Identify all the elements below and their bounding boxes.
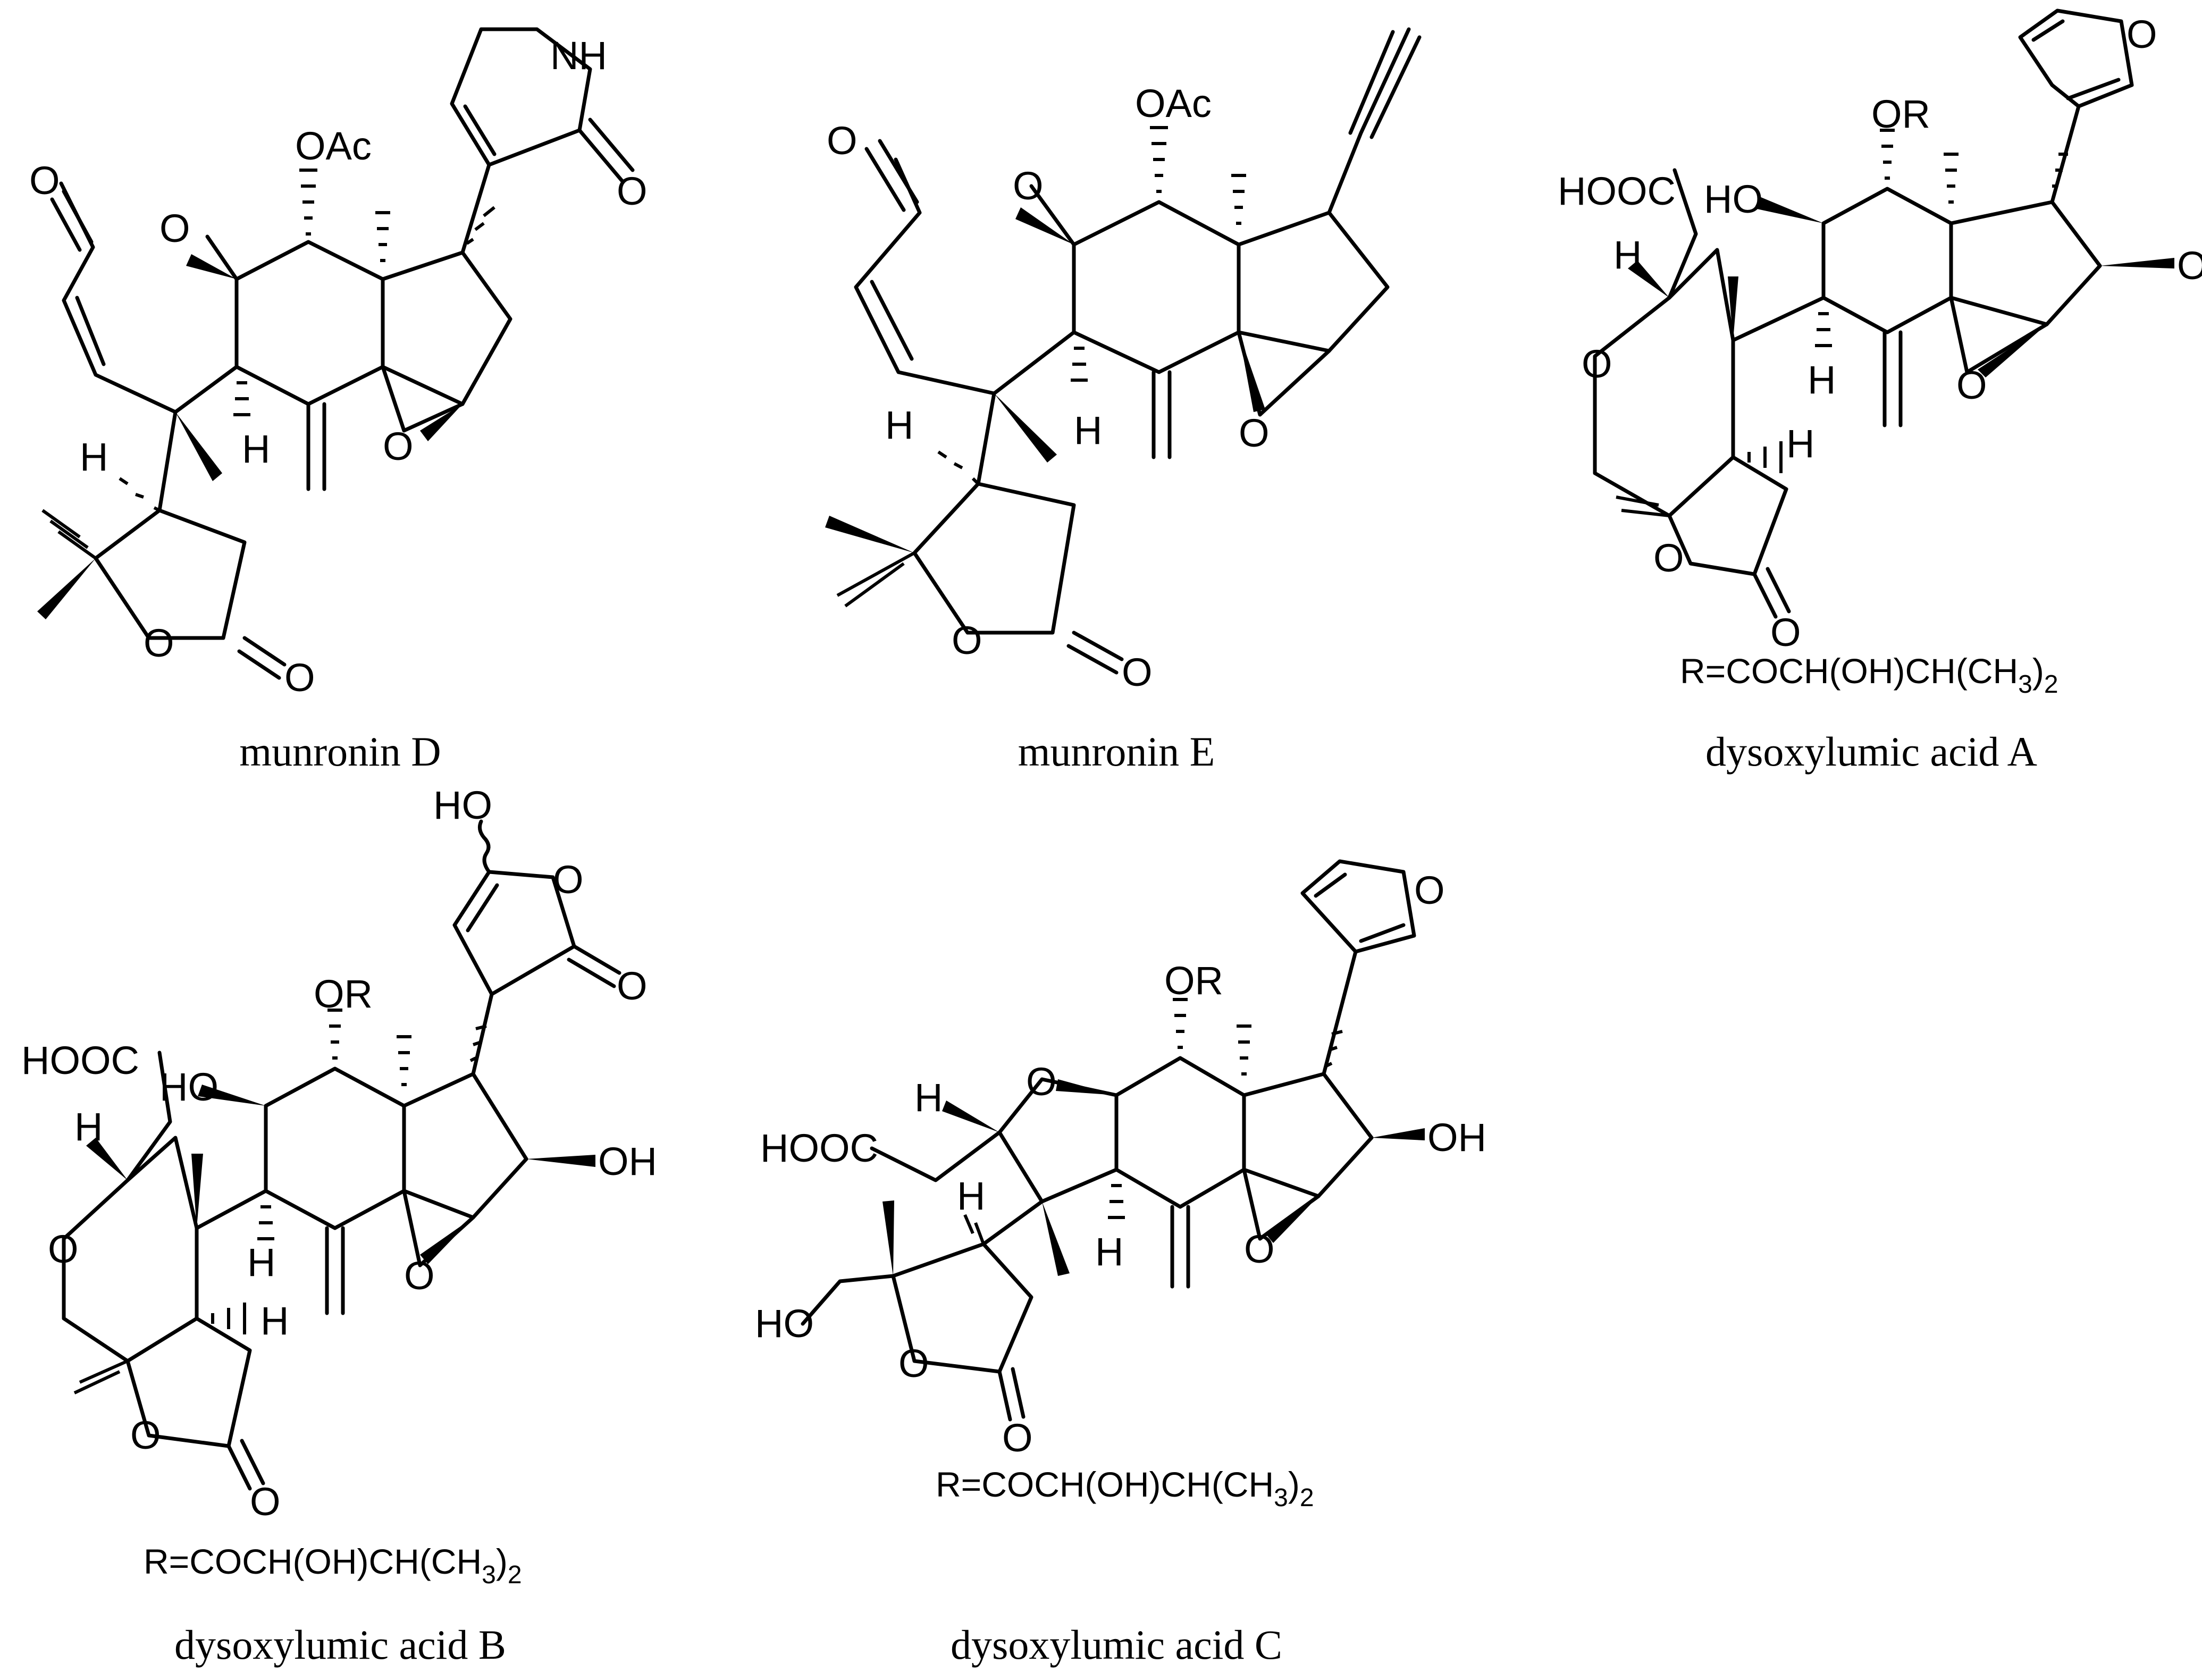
label-h: H — [1613, 233, 1642, 277]
label-o-carbonyl: O — [1002, 1416, 1033, 1460]
r-definition: R=COCH(OH)CH(CH3)2 — [144, 1542, 522, 1589]
label-o-epoxide: O — [383, 424, 414, 468]
label-o-ring: O — [1026, 1060, 1057, 1104]
label-o-carbonyl: O — [250, 1480, 281, 1524]
label-or: OR — [1871, 92, 1930, 136]
label-ho: HO — [755, 1301, 814, 1346]
caption-munronin-d: munronin D — [239, 728, 441, 775]
label-hooc: HOOC — [1558, 169, 1676, 213]
label-o-epoxide: O — [1956, 363, 1987, 407]
caption-dysoxylumic-acid-c: dysoxylumic acid C — [951, 1622, 1282, 1668]
label-o-lactone: O — [130, 1413, 161, 1457]
label-oac: OAc — [295, 124, 372, 168]
label-o-lactone: O — [1653, 536, 1684, 580]
label-o-amide: O — [617, 169, 648, 213]
structure-munronin-e: OAc O O H H O O O — [825, 27, 1422, 694]
label-oh: OH — [1427, 1115, 1486, 1160]
label-o-epoxide: O — [404, 1254, 435, 1298]
label-hooc: HOOC — [21, 1038, 139, 1082]
structure-dysoxylumic-acid-a: OR O HOOC HO OH H H H O O O O R=COCH(OH)… — [1558, 9, 2202, 699]
label-h: H — [74, 1105, 103, 1149]
label-h: H — [242, 427, 270, 471]
label-o-epoxide: O — [1244, 1227, 1275, 1271]
label-o-carbonyl: O — [617, 964, 648, 1008]
label-ho: HO — [159, 1065, 218, 1109]
label-ho: HO — [433, 783, 492, 827]
label-hooc: HOOC — [760, 1126, 878, 1170]
label-o-lactone: O — [144, 621, 174, 665]
structure-dysoxylumic-acid-c: O OR O H HOOC H H OH HO O O O R=COCH(OH)… — [755, 859, 1486, 1512]
label-h: H — [885, 403, 913, 447]
label-o-furan: O — [1414, 868, 1445, 912]
label-h: H — [260, 1299, 289, 1343]
label-or: OR — [1164, 959, 1223, 1003]
structure-munronin-d: OAc NH O O O H H O O O — [29, 27, 648, 700]
r-definition: R=COCH(OH)CH(CH3)2 — [936, 1465, 1314, 1512]
label-oh: OH — [2177, 243, 2202, 288]
label-o-butenolide: O — [553, 858, 584, 902]
label-h: H — [1095, 1230, 1123, 1274]
label-o-ring: O — [1013, 164, 1044, 208]
label-o-furan: O — [2127, 12, 2157, 56]
label-ho: HO — [1704, 177, 1763, 221]
label-o-carbonyl: O — [827, 119, 858, 163]
label-h: H — [1074, 408, 1102, 452]
label-h: H — [957, 1174, 985, 1218]
label-o-pyran: O — [48, 1227, 79, 1271]
label-o-ring: O — [159, 206, 190, 250]
r-definition: R=COCH(OH)CH(CH3)2 — [1680, 651, 2058, 699]
label-oac: OAc — [1135, 81, 1212, 125]
structure-dysoxylumic-acid-b: HO O O OR HOOC HO OH H H H O O O O R=COC… — [21, 783, 657, 1589]
label-or: OR — [314, 972, 373, 1016]
label-o-carbonyl: O — [284, 656, 315, 700]
label-nh: NH — [550, 33, 607, 78]
label-o-pyran: O — [1582, 342, 1612, 386]
label-o-carbonyl: O — [1122, 650, 1153, 694]
label-o-lactone: O — [898, 1341, 929, 1385]
label-h: H — [1786, 422, 1814, 466]
label-h: H — [1808, 358, 1836, 402]
caption-dysoxylumic-acid-b: dysoxylumic acid B — [174, 1622, 506, 1668]
label-o-carbonyl: O — [1770, 610, 1801, 654]
label-h: H — [914, 1076, 943, 1120]
label-o-lactone: O — [952, 618, 982, 662]
label-h: H — [80, 435, 108, 479]
caption-dysoxylumic-acid-a: dysoxylumic acid A — [1705, 728, 2037, 775]
caption-munronin-e: munronin E — [1018, 728, 1215, 775]
label-o-epoxide: O — [1239, 411, 1270, 455]
label-h: H — [247, 1240, 275, 1284]
label-o-carbonyl: O — [29, 158, 60, 203]
label-oh: OH — [598, 1139, 657, 1183]
